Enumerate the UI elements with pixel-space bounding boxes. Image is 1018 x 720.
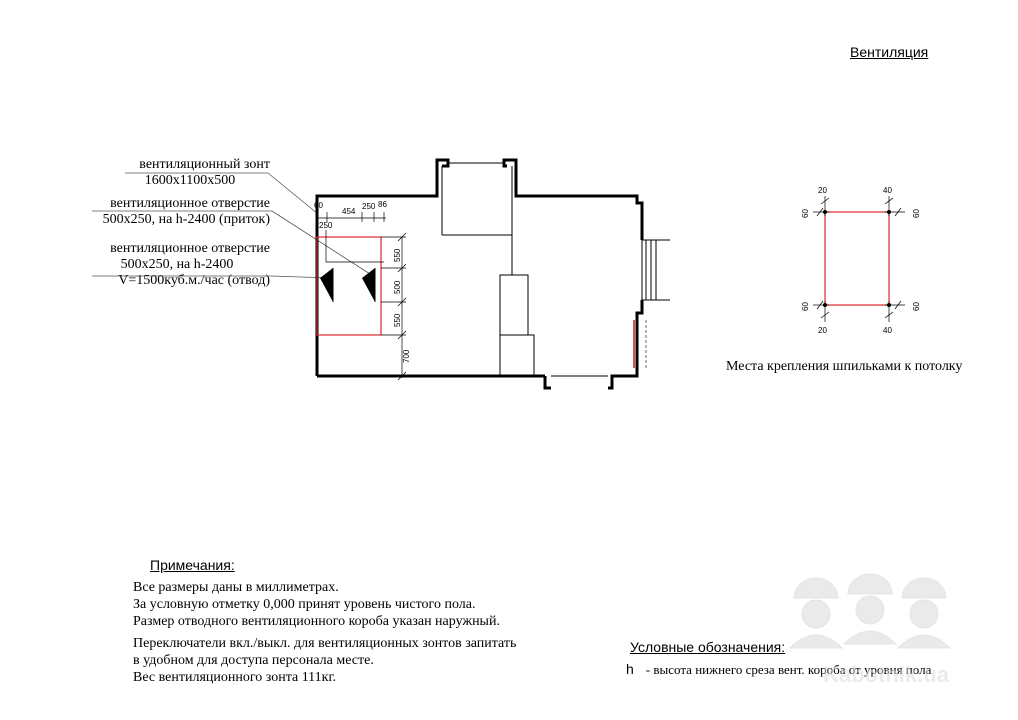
dim-250-left: 250 [319, 221, 333, 230]
mount-dim-top-left: 20 [818, 186, 827, 195]
supply-vent-callout-line2: 500х250, на h-2400 (приток) [102, 212, 270, 227]
legend-text: - высота нижнего среза вент. короба от у… [645, 662, 932, 677]
mount-dimension-lines [813, 196, 905, 322]
note-line-3: Размер отводного вентиляционного короба … [133, 614, 500, 629]
mount-dim-right-top: 60 [912, 209, 921, 218]
hood-callout: вентиляционный зонт 1600х1100х500 [110, 157, 270, 189]
note-line-1: Все размеры даны в миллиметрах. [133, 580, 339, 595]
exhaust-vent-callout: вентиляционное отверстие 500х250, на h-2… [84, 241, 270, 289]
mount-dimension-labels: 20 40 60 60 60 60 20 40 [801, 186, 921, 335]
callout-leaders [92, 172, 371, 279]
note-line-6: Вес вентиляционного зонта 111кг. [133, 670, 337, 685]
dim-60: 60 [314, 201, 323, 210]
mount-frame [824, 211, 890, 306]
vent-opening-supply [362, 268, 376, 302]
dim-454: 454 [342, 207, 356, 216]
mount-dim-right-bottom: 60 [912, 302, 921, 311]
dim-700: 700 [402, 349, 411, 363]
notes-heading: Примечания: [150, 557, 235, 573]
note-line-4: Переключатели вкл./выкл. для вентиляцион… [133, 636, 517, 651]
plan-dimension-labels: 60 454 250 86 250 550 500 550 700 [314, 200, 411, 363]
watermark-logo: Kabotnik.ua [788, 573, 952, 687]
watermark-text: Kabotnik.ua [823, 662, 950, 687]
dim-86: 86 [378, 200, 387, 209]
dim-550-top: 550 [393, 248, 402, 262]
mount-dim-left-top: 60 [801, 209, 810, 218]
exhaust-vent-callout-line3: V=1500куб.м./час (отвод) [118, 273, 270, 288]
exhaust-vent-callout-line2: 500х250, на h-2400 [120, 257, 234, 272]
hood-callout-line2: 1600х1100х500 [144, 173, 236, 188]
legend-line: h - высота нижнего среза вент. короба от … [626, 661, 931, 678]
floor-plan-walls [315, 158, 644, 390]
ventilation-hood-outline [316, 236, 382, 336]
mount-dim-top-right: 40 [883, 186, 892, 195]
note-line-2: За условную отметку 0,000 принят уровень… [133, 597, 476, 612]
supply-vent-callout: вентиляционное отверстие 500х250, на h-2… [84, 196, 270, 228]
legend-symbol: h [626, 661, 634, 677]
dim-500: 500 [393, 280, 402, 294]
plan-dimension-lines [316, 212, 407, 381]
floor-plan-details [441, 162, 670, 377]
dim-250-top: 250 [362, 202, 376, 211]
mount-dim-bottom-right: 40 [883, 326, 892, 335]
note-line-5: в удобном для доступа персонала месте. [133, 653, 374, 668]
exhaust-vent-callout-line1: вентиляционное отверстие [110, 241, 270, 256]
legend-heading: Условные обозначения: [630, 639, 786, 655]
drawing-title: Вентиляция [850, 44, 929, 60]
mount-points [823, 210, 891, 307]
mount-dim-bottom-left: 20 [818, 326, 827, 335]
hood-callout-line1: вентиляционный зонт [139, 157, 270, 172]
supply-vent-callout-line1: вентиляционное отверстие [110, 196, 270, 211]
mount-caption: Места крепления шпильками к потолку [726, 359, 963, 374]
vent-opening-exhaust [320, 268, 334, 302]
mount-dim-left-bottom: 60 [801, 302, 810, 311]
dim-550-bottom: 550 [393, 313, 402, 327]
